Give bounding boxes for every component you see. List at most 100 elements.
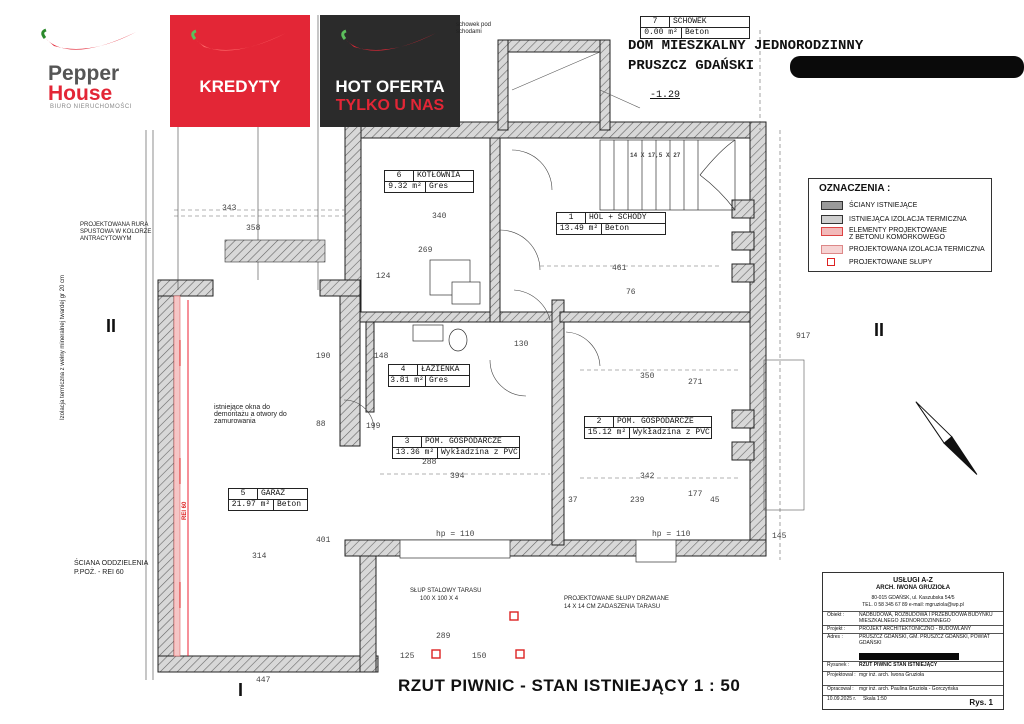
tb-key: Opracował : bbox=[827, 686, 854, 692]
dimension-label: 239 bbox=[630, 496, 645, 505]
dimension-label: 394 bbox=[450, 472, 465, 481]
tb-key: Projekt : bbox=[827, 626, 846, 632]
section-mark-left: II bbox=[106, 316, 117, 336]
room-no: 2 bbox=[585, 417, 614, 427]
tile-hot-oferta-line1: HOT OFERTA bbox=[335, 77, 445, 96]
tile-kredyty[interactable]: KREDYTY bbox=[170, 15, 310, 127]
note-steel-col-dim: 100 X 100 X 4 bbox=[420, 596, 459, 602]
dimension-label: 199 bbox=[366, 422, 381, 431]
room-name: GARAŻ bbox=[261, 489, 286, 498]
tb-company: USŁUGI A-Z bbox=[893, 577, 933, 584]
dimension-label: 401 bbox=[316, 536, 331, 545]
brand-name-line2: House bbox=[48, 82, 113, 105]
room-no: 6 bbox=[385, 171, 414, 181]
tb-value: RZUT PIWNIC STAN ISTNIEJĄCY bbox=[859, 662, 938, 668]
dimension-label: hp = 110 bbox=[652, 530, 691, 539]
tb-tel: TEL. 0 58 345 67 89 e-mail: mgruziola@wp… bbox=[862, 602, 964, 608]
tb-row: 10.09.2025 r. Skala 1:50 Rys. 1 bbox=[823, 695, 1003, 709]
room-floor: Beton bbox=[277, 500, 302, 509]
storage-area: 0.00 m² bbox=[641, 28, 682, 38]
tb-value: PRUSZCZ GDAŃSKI, GM. PRUSZCZ GDAŃSKI, PO… bbox=[859, 634, 990, 646]
storage-no: 7 bbox=[641, 17, 670, 27]
legend-label: PROJEKTOWANE SŁUPY bbox=[849, 258, 933, 266]
tb-row: Projekt : PROJEKT ARCHITEKTONICZNO - BUD… bbox=[823, 625, 1003, 634]
tb-key: Adres : bbox=[827, 634, 843, 640]
tb-date: 10.09.2025 r. bbox=[827, 696, 857, 702]
dimension-label: 461 bbox=[612, 264, 627, 273]
legend-label: ELEMENTY PROJEKTOWANE bbox=[849, 227, 947, 234]
room-floor: Gres bbox=[429, 182, 449, 191]
dimension-label: 288 bbox=[422, 458, 437, 467]
dimension-label: 350 bbox=[640, 372, 655, 381]
tb-addr: 80-015 GDAŃSK, ul. Kaszubska 54/5 bbox=[871, 595, 955, 601]
section-mark-bottom: I bbox=[238, 680, 244, 700]
tb-sheet: Rys. 1 bbox=[969, 698, 993, 707]
dimension-label: 37 bbox=[568, 496, 578, 505]
dimension-label: 271 bbox=[688, 378, 703, 387]
dimension-label: 358 bbox=[246, 224, 261, 233]
note-wood-col: PROJEKTOWANE SŁUPY DRZWIANE bbox=[564, 596, 669, 602]
dimension-label: 88 bbox=[316, 420, 326, 429]
storage-floor: Beton bbox=[685, 28, 710, 37]
tile-hot-oferta[interactable]: HOT OFERTA TYLKO U NAS bbox=[320, 15, 460, 127]
dimension-label: 45 bbox=[710, 496, 720, 505]
stair-spec: 14 X 17,5 X 27 bbox=[630, 152, 681, 159]
tb-value: mgr inż. arch. Iwona Gruzioła bbox=[859, 672, 925, 678]
tb-row: Adres : PRUSZCZ GDAŃSKI, GM. PRUSZCZ GDA… bbox=[823, 633, 1003, 654]
dimension-label: 447 bbox=[256, 676, 271, 685]
dimension-label: 124 bbox=[376, 272, 391, 281]
dimension-label: 917 bbox=[796, 332, 811, 341]
room-name: POM. GOSPODARCZE bbox=[425, 437, 502, 446]
room-floor: Wykładzina z PVC bbox=[633, 428, 710, 437]
room-area: 9.32 m² bbox=[385, 182, 426, 192]
tb-row: Opracował : mgr inż. arch. Paulina Gruzi… bbox=[823, 685, 1003, 696]
room-area: 13.36 m² bbox=[393, 448, 438, 458]
redaction-bar bbox=[859, 653, 959, 660]
room-area: 13.49 m² bbox=[557, 224, 602, 234]
dimension-label: 340 bbox=[432, 212, 447, 221]
legend-item: ELEMENTY PROJEKTOWANE Z BETONU KOMÓRKOWE… bbox=[821, 227, 947, 241]
tb-row: Rysunek : RZUT PIWNIC STAN ISTNIEJĄCY bbox=[823, 661, 1003, 672]
note-insulation: Izolacja termiczna z wełny mineralnej tw… bbox=[60, 274, 66, 420]
chili-pepper-icon bbox=[191, 29, 286, 51]
dimension-label: 289 bbox=[436, 632, 451, 641]
room-name: ŁAZIENKA bbox=[421, 365, 460, 374]
note-firewall-line2: P.POŻ. - REI 60 bbox=[74, 569, 124, 576]
project-title-line1: DOM MIESZKALNY JEDNORODZINNY bbox=[628, 38, 864, 54]
legend-item: PROJEKTOWANA IZOLACJA TERMICZNA bbox=[821, 245, 985, 254]
legend-swatch bbox=[821, 227, 843, 236]
room-floor: Wykładzina z PVC bbox=[441, 448, 518, 457]
drawing-caption: RZUT PIWNIC - STAN ISTNIEJĄCY 1 : 50 bbox=[398, 676, 741, 695]
brand-name-line1: Pepper bbox=[48, 62, 120, 85]
note-pipe: PROJEKTOWANA RURA SPUSTOWA W KOLORZE ANT… bbox=[80, 222, 152, 242]
room-floor: Gres bbox=[429, 376, 449, 385]
tb-architect: ARCH. IWONA GRUZIOŁA bbox=[875, 585, 951, 591]
room-no: 3 bbox=[393, 437, 422, 447]
project-title-line2: PRUSZCZ GDAŃSKI bbox=[628, 58, 755, 74]
dimension-label: 76 bbox=[626, 288, 636, 297]
tb-key: Obiekt : bbox=[827, 612, 845, 618]
room-no: 4 bbox=[389, 365, 418, 375]
brand-tagline: BIURO NIERUCHOMOŚCI bbox=[50, 104, 132, 110]
tb-value: mgr inż. arch. Paulina Gruzioła - Gorczy… bbox=[859, 686, 959, 692]
brand-logo[interactable]: Pepper House BIURO NIERUCHOMOŚCI bbox=[0, 0, 160, 128]
tile-kredyty-label: KREDYTY bbox=[199, 77, 281, 96]
dimension-label: hp = 110 bbox=[436, 530, 475, 539]
dimension-label: 314 bbox=[252, 552, 267, 561]
tb-key: Rysunek : bbox=[827, 662, 850, 668]
legend-swatch bbox=[821, 215, 843, 224]
dimension-label: 130 bbox=[514, 340, 529, 349]
chili-pepper-icon bbox=[341, 29, 436, 51]
room-name: HOL + SCHODY bbox=[589, 213, 647, 222]
legend-label: Z BETONU KOMÓRKOWEGO bbox=[849, 234, 945, 241]
legend-label: ISTNIEJĄCA IZOLACJA TERMICZNA bbox=[849, 216, 967, 223]
note-windows: istniejące okna do demontażu a otwory do… bbox=[214, 404, 287, 425]
legend-swatch bbox=[827, 258, 835, 266]
note-firewall-line1: ŚCIANA ODDZIELENIA bbox=[74, 560, 149, 567]
dimension-label: 145 bbox=[772, 532, 787, 541]
tb-value: PROJEKT ARCHITEKTONICZNO - BUDOWLANY bbox=[859, 626, 972, 632]
